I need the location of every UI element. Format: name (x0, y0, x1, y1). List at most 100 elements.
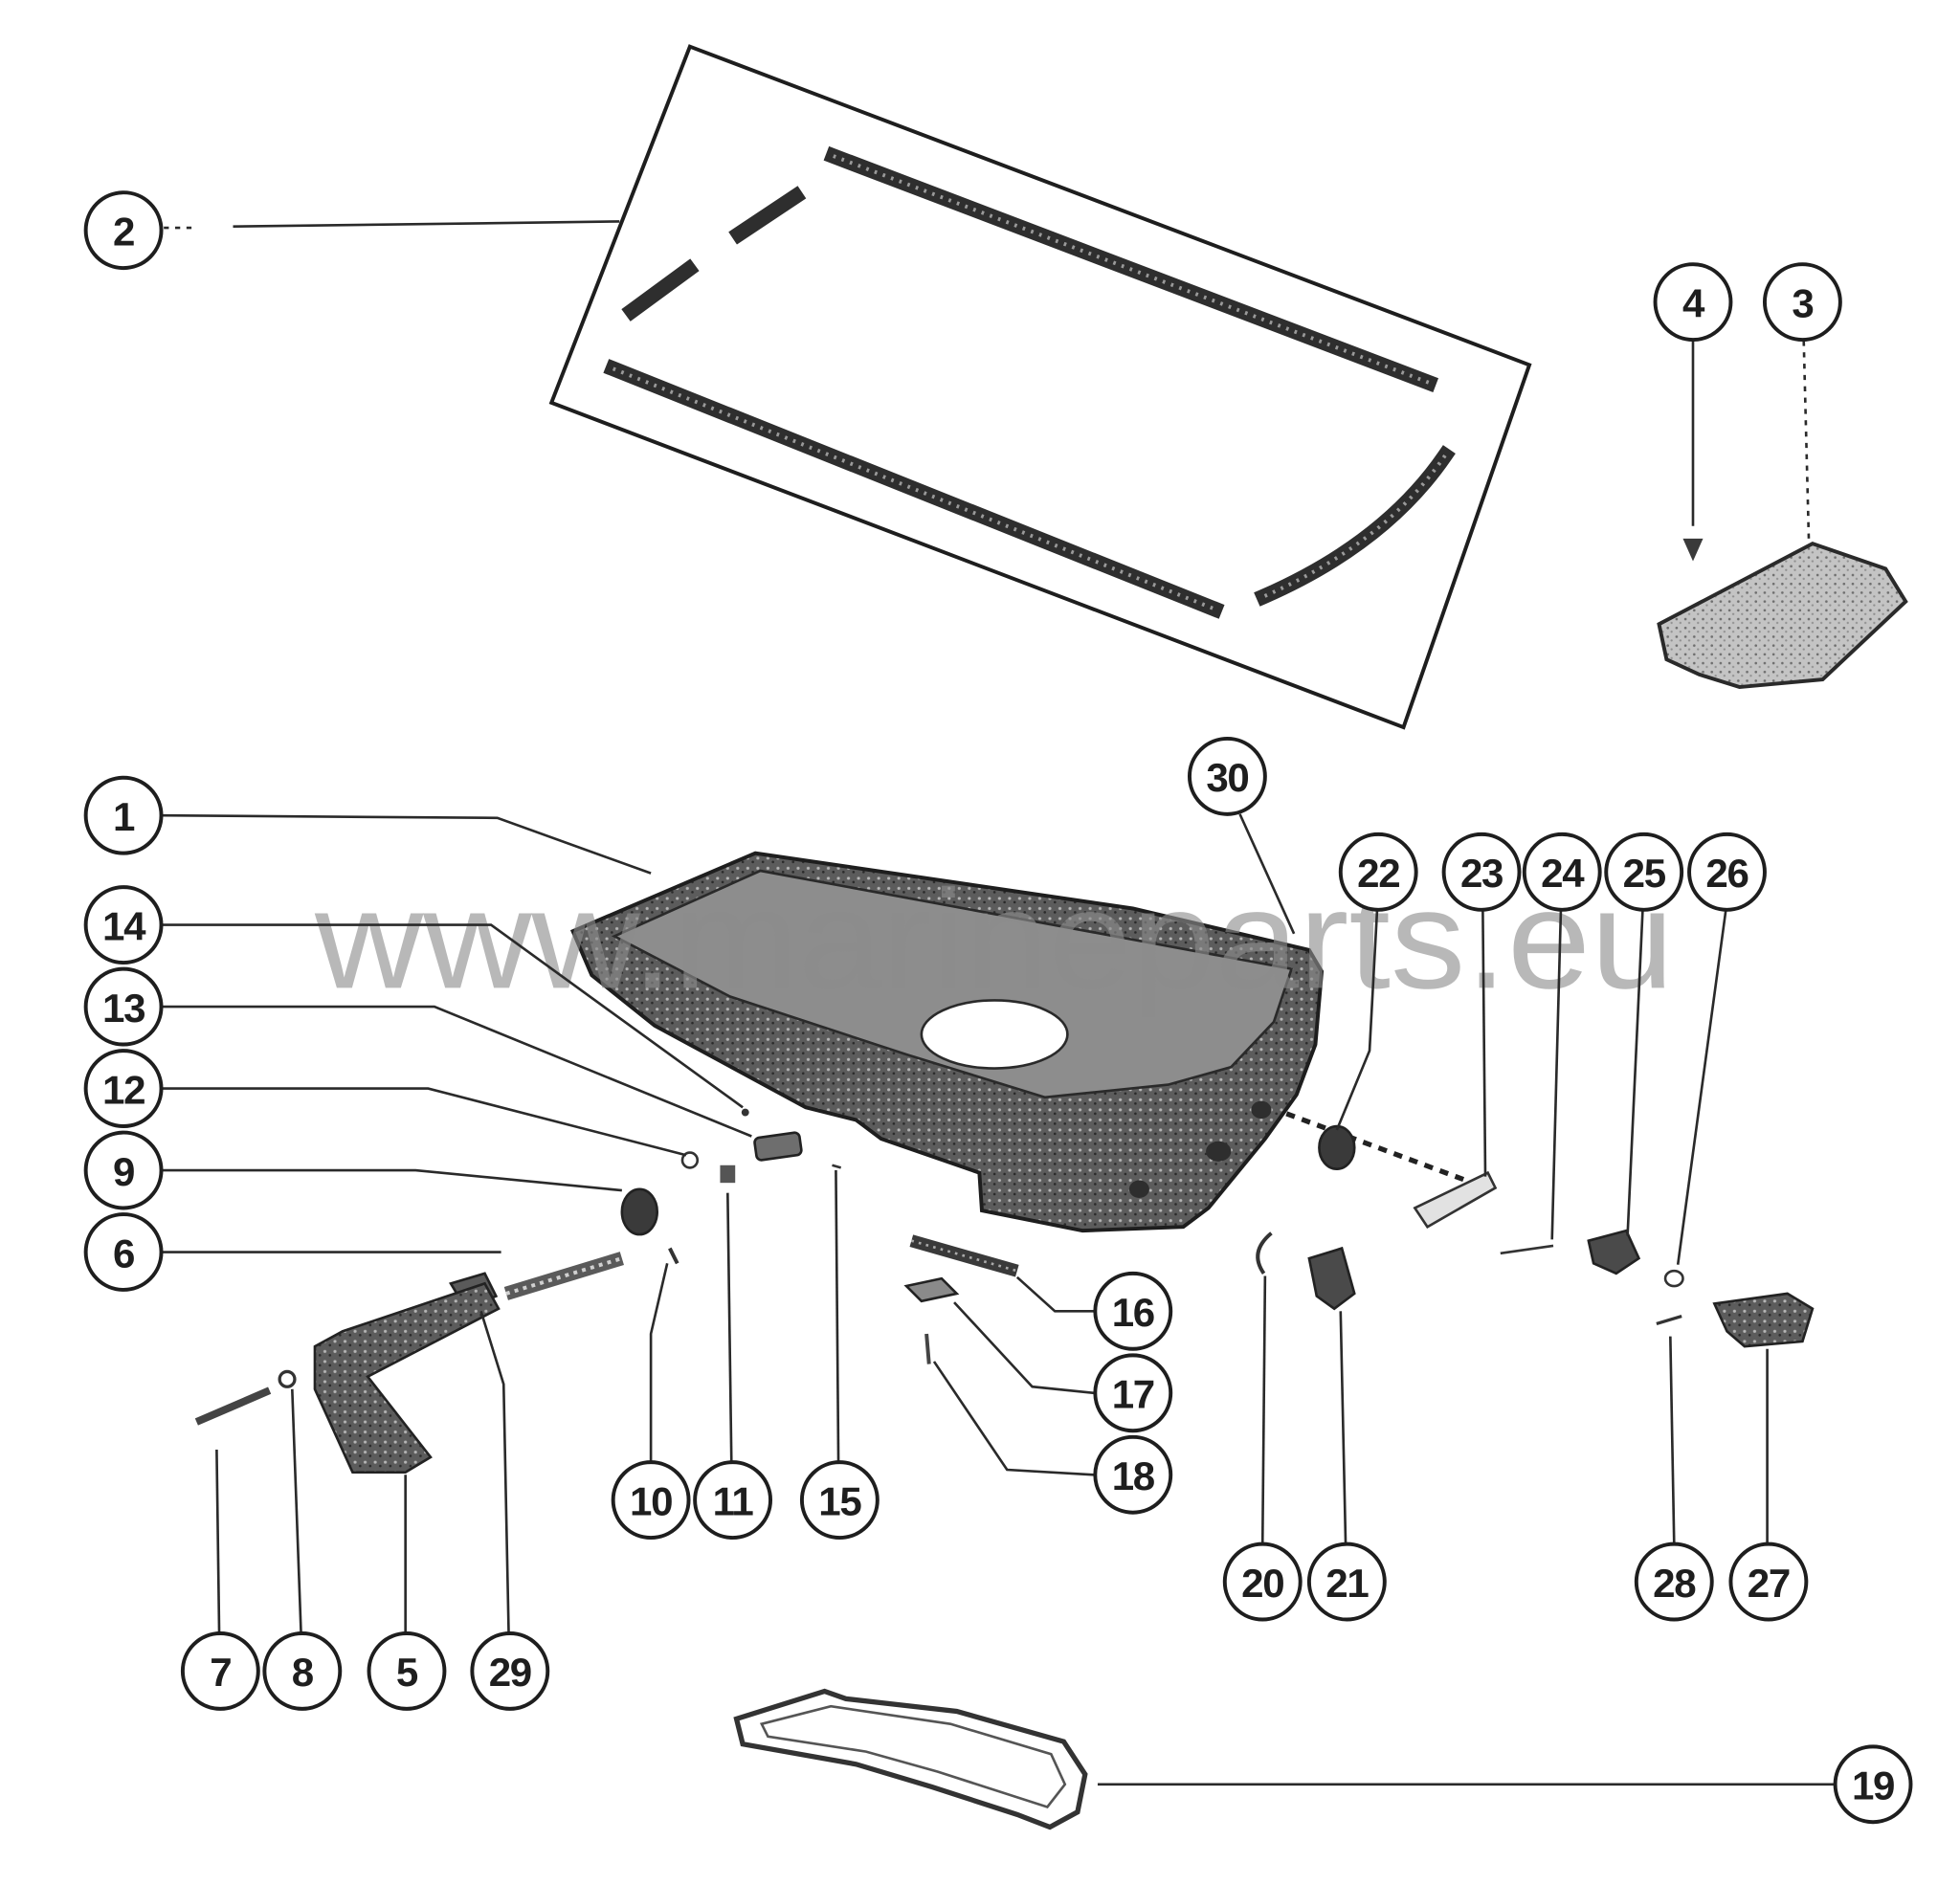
callout: 20 (1222, 1541, 1303, 1622)
callout-label: 26 (1705, 851, 1748, 896)
callout-label: 5 (396, 1650, 418, 1695)
callout-label: 7 (210, 1650, 231, 1695)
callout: 22 (1338, 832, 1418, 912)
callout: 16 (1093, 1271, 1173, 1351)
leader-lines (162, 220, 1835, 1786)
part-plate (1657, 541, 1908, 690)
callout-label: 25 (1623, 851, 1666, 896)
callout-label: 21 (1325, 1561, 1369, 1606)
leader-line-16 (1015, 1275, 1095, 1313)
tray-side-hole (1206, 1141, 1232, 1162)
leader-line-9 (162, 1168, 622, 1192)
callout-circle (1093, 1353, 1173, 1433)
callout-circle (1833, 1744, 1913, 1825)
leader-line-2 (233, 220, 620, 229)
callout-circle (83, 885, 164, 965)
leader-line-29 (479, 1310, 510, 1632)
callout-circle (693, 1460, 773, 1541)
callout: 8 (262, 1631, 343, 1711)
callout-circle (1338, 832, 1418, 912)
part-bushing (620, 1187, 658, 1236)
leader-line-18 (932, 1361, 1095, 1476)
callout-label: 4 (1682, 280, 1705, 325)
callout-label: 14 (102, 903, 146, 948)
callout: 23 (1441, 832, 1522, 912)
callout-circle (1187, 736, 1267, 816)
leader-line-10 (649, 1263, 669, 1461)
callout-label: 8 (292, 1650, 314, 1695)
callout-circle (83, 190, 164, 271)
callout-label: 11 (713, 1478, 754, 1523)
leader-line-14 (162, 923, 744, 1109)
part-bushing-cylinder (753, 1131, 803, 1162)
callout: 4 (1653, 262, 1733, 343)
callout: 30 (1187, 736, 1267, 816)
callout: 6 (83, 1212, 164, 1292)
callout-label: 23 (1460, 851, 1503, 896)
callout: 17 (1093, 1353, 1173, 1433)
callout-label: 27 (1748, 1561, 1790, 1606)
part-seal-kit-box (548, 44, 1532, 730)
part-tiny-pin (832, 1164, 842, 1169)
callout-label: 24 (1541, 851, 1585, 896)
leader-line-13 (162, 1005, 752, 1138)
callout-label: 16 (1112, 1290, 1154, 1335)
callout: 26 (1687, 832, 1767, 912)
callouts: 2 4 3 30 1 22 23 24 25 26 14 13 12 9 6 1… (83, 190, 1913, 1825)
leader-line-12 (162, 1087, 687, 1157)
callout-circle (83, 1212, 164, 1292)
callout-circle (1762, 262, 1842, 343)
callout-circle (1093, 1271, 1173, 1351)
callout-label: 12 (102, 1067, 145, 1112)
callout-label: 3 (1792, 280, 1813, 325)
callout-label: 6 (113, 1231, 134, 1275)
callout-label: 18 (1112, 1453, 1155, 1498)
part-knob (1318, 1124, 1356, 1171)
tray-floor (611, 869, 1294, 1099)
callout-circle (83, 966, 164, 1047)
callout: 9 (83, 1130, 164, 1210)
leader-line-25 (1626, 911, 1644, 1236)
callout-label: 30 (1206, 755, 1248, 800)
callout-circle (1687, 832, 1767, 912)
part-bolt (194, 1386, 272, 1426)
callout: 5 (367, 1631, 447, 1711)
part-bottom-cowl-tray (569, 851, 1325, 1233)
part-grommet (1307, 1246, 1356, 1311)
callout-circle (611, 1460, 691, 1541)
part-pin (668, 1247, 679, 1265)
part-small-screw (924, 1333, 931, 1364)
callout: 15 (799, 1460, 880, 1541)
callout: 19 (1833, 1744, 1913, 1825)
callout: 1 (83, 775, 164, 855)
leader-line-17 (953, 1301, 1095, 1395)
callout: 11 (693, 1460, 773, 1541)
part-rod (1285, 1111, 1474, 1186)
leader-line-30 (1238, 813, 1296, 935)
callout: 12 (83, 1049, 164, 1128)
part-o-ring (1663, 1269, 1684, 1288)
part-clip (1256, 1231, 1273, 1275)
callout-circle (83, 1130, 164, 1210)
leader-line-20 (1260, 1275, 1267, 1543)
callout: 28 (1634, 1541, 1714, 1622)
callout: 14 (83, 885, 164, 965)
seal-strip-short-1 (621, 258, 700, 322)
callout-label: 1 (113, 794, 135, 839)
callout: 2 (83, 190, 164, 271)
part-pin-long (1500, 1244, 1554, 1255)
callout-label: 22 (1357, 851, 1399, 896)
callout-label: 10 (630, 1478, 672, 1523)
callout: 29 (470, 1631, 550, 1711)
callout: 13 (83, 966, 164, 1047)
leader-line-23 (1481, 911, 1487, 1177)
callout-label: 2 (113, 209, 134, 254)
part-washer-small (278, 1369, 297, 1388)
leader-line-22 (1335, 911, 1379, 1131)
callout-circle (1604, 832, 1684, 912)
callout-label: 19 (1852, 1763, 1894, 1808)
part-washer (680, 1151, 700, 1169)
tray-side-hole (1128, 1180, 1149, 1198)
callout-circle (262, 1631, 343, 1711)
